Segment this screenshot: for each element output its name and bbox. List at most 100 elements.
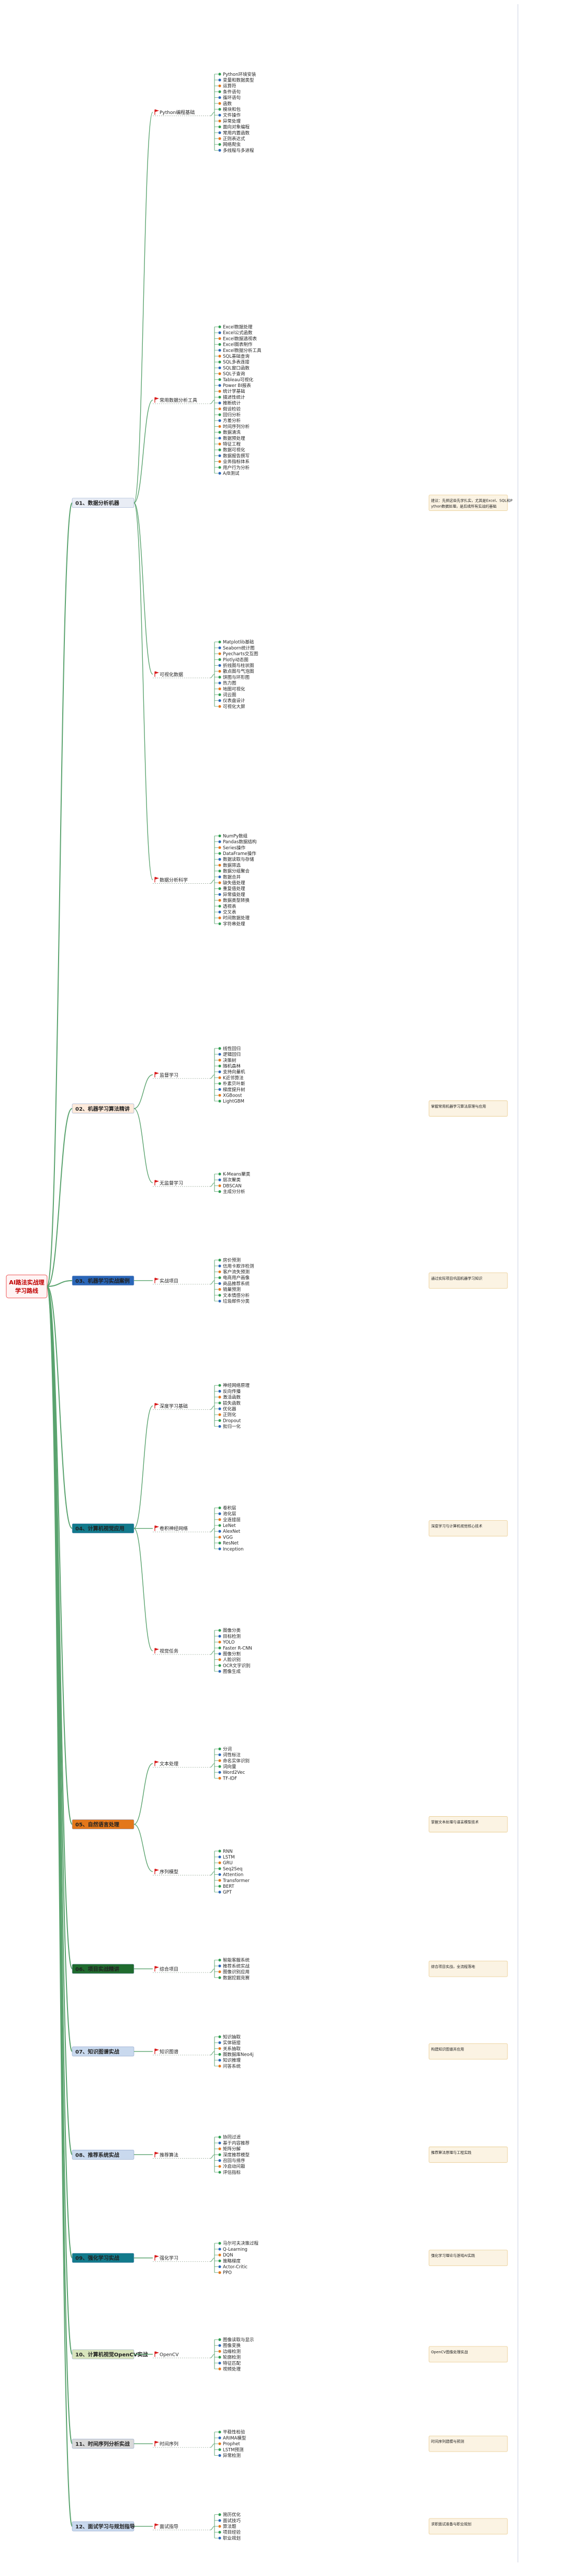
list-item: 马尔可夫决策过程 — [223, 2241, 259, 2247]
group-connector — [210, 1763, 215, 1768]
list-item: 人脸识别 — [223, 1657, 241, 1663]
section-connector — [133, 1405, 153, 1529]
bullet-icon — [218, 1288, 221, 1291]
list-item: 层次聚类 — [223, 1177, 241, 1183]
list-item: 数据可视化 — [223, 447, 245, 453]
group-connector — [210, 1650, 215, 1655]
group-title: 卷积神经网络 — [160, 1525, 188, 1532]
section-note-box — [428, 2250, 508, 2266]
list-item: 图像识别应用 — [223, 1969, 250, 1975]
list-item: 图数据库Neo4j — [223, 2052, 254, 2058]
list-item: 损失函数 — [223, 1400, 241, 1406]
bullet-icon — [218, 1753, 221, 1757]
group-connector — [210, 2051, 215, 2056]
bullet-icon — [218, 1530, 221, 1533]
bullet-icon — [218, 1425, 221, 1428]
bullet-icon — [218, 1542, 221, 1545]
bullet-icon — [218, 372, 221, 375]
list-item: 视频处理 — [223, 2366, 241, 2372]
list-item: 词云图 — [223, 692, 236, 698]
list-item: 图像分类 — [223, 1628, 241, 1634]
list-item: 散点图与气泡图 — [223, 669, 254, 675]
root-connector — [47, 1286, 73, 1529]
bullet-icon — [218, 1670, 221, 1673]
root-connector — [47, 1108, 73, 1287]
bullet-icon — [218, 90, 221, 93]
bullet-icon — [218, 1658, 221, 1661]
list-item: Power BI报表 — [223, 383, 251, 389]
section-note: 建议：先把这些先学扎实，尤其是Excel、SQL和P — [431, 498, 513, 503]
section-note: 强化学习理论与游戏AI实践 — [431, 2253, 475, 2258]
bullet-icon — [218, 1506, 221, 1510]
list-item: 全连接层 — [223, 1517, 241, 1523]
bullet-icon — [218, 1640, 221, 1644]
list-item: 数据合并 — [223, 874, 241, 880]
bullet-icon — [218, 460, 221, 463]
list-item: SQL基础查询 — [223, 354, 250, 359]
list-item: 词向量 — [223, 1764, 236, 1770]
list-item: Word2Vec — [223, 1770, 245, 1775]
group-title: OpenCV — [160, 2353, 179, 2358]
bullet-icon — [218, 102, 221, 105]
bullet-icon — [218, 1646, 221, 1649]
list-item: 图像分割 — [223, 1651, 241, 1657]
list-item: 文件操作 — [223, 112, 241, 118]
section-connector — [133, 1763, 153, 1825]
bullet-icon — [218, 887, 221, 890]
bullet-icon — [218, 119, 221, 122]
list-item: 常用内置函数 — [223, 130, 250, 136]
bullet-icon — [218, 78, 221, 82]
bullet-icon — [218, 2047, 221, 2050]
bullet-icon — [218, 1389, 221, 1393]
group-title: 推荐算法 — [160, 2152, 178, 2158]
group-title: 知识图谱 — [160, 2048, 178, 2055]
bullet-icon — [218, 1958, 221, 1962]
bullet-icon — [218, 1855, 221, 1859]
list-item: RNN — [223, 1849, 233, 1854]
group-title: 文本处理 — [160, 1761, 178, 1767]
group-connector — [210, 2443, 215, 2448]
list-item: Excel图表制作 — [223, 342, 253, 348]
section-note-box — [428, 2346, 508, 2363]
section-connector — [133, 502, 153, 881]
section-title: 10、计算机视觉OpenCV实战 — [75, 2351, 148, 2358]
list-item: Excel数据处理 — [223, 324, 253, 330]
flag-icon — [154, 671, 160, 677]
section-note: 深度学习与计算机视觉核心技术 — [431, 1524, 482, 1529]
root-connector — [47, 1286, 73, 2259]
bullet-icon — [218, 1184, 221, 1188]
list-item: 描述性统计 — [223, 394, 245, 400]
section-connector — [133, 400, 153, 504]
list-item: 回归分析 — [223, 412, 241, 418]
group-title: 数据分析科学 — [160, 877, 188, 883]
bullet-icon — [218, 641, 221, 644]
list-item: 正则表达式 — [223, 136, 245, 142]
bullet-icon — [218, 466, 221, 469]
bullet-icon — [218, 437, 221, 440]
list-item: GPT — [223, 1890, 232, 1895]
list-item: 地图可视化 — [223, 686, 245, 692]
list-item: Series操作 — [223, 845, 246, 851]
bullet-icon — [218, 125, 221, 129]
list-item: 方差分析 — [223, 418, 241, 424]
list-item: 商品推荐系统 — [223, 1281, 250, 1286]
list-item: 折线图与柱状图 — [223, 663, 254, 668]
bullet-icon — [218, 840, 221, 844]
bullet-icon — [218, 1629, 221, 1632]
bullet-icon — [218, 2338, 221, 2341]
list-item: 激活函数 — [223, 1395, 241, 1400]
list-item: Dropout — [223, 1418, 241, 1423]
list-item: 异常处理 — [223, 118, 241, 124]
group-connector — [210, 2354, 215, 2358]
list-item: 图像变换 — [223, 2343, 241, 2349]
list-item: 决策树 — [223, 1057, 236, 1063]
list-item: 推荐系统实战 — [223, 1963, 250, 1969]
section-note: 推荐算法原理与工程实践 — [431, 2150, 471, 2155]
bullet-icon — [218, 442, 221, 446]
flag-icon — [154, 1180, 160, 1186]
bullet-icon — [218, 910, 221, 914]
group-title: 时间序列 — [160, 2441, 178, 2447]
list-item: 网络爬虫 — [223, 142, 241, 147]
bullet-icon — [218, 652, 221, 655]
section-note-box — [428, 1816, 508, 1832]
